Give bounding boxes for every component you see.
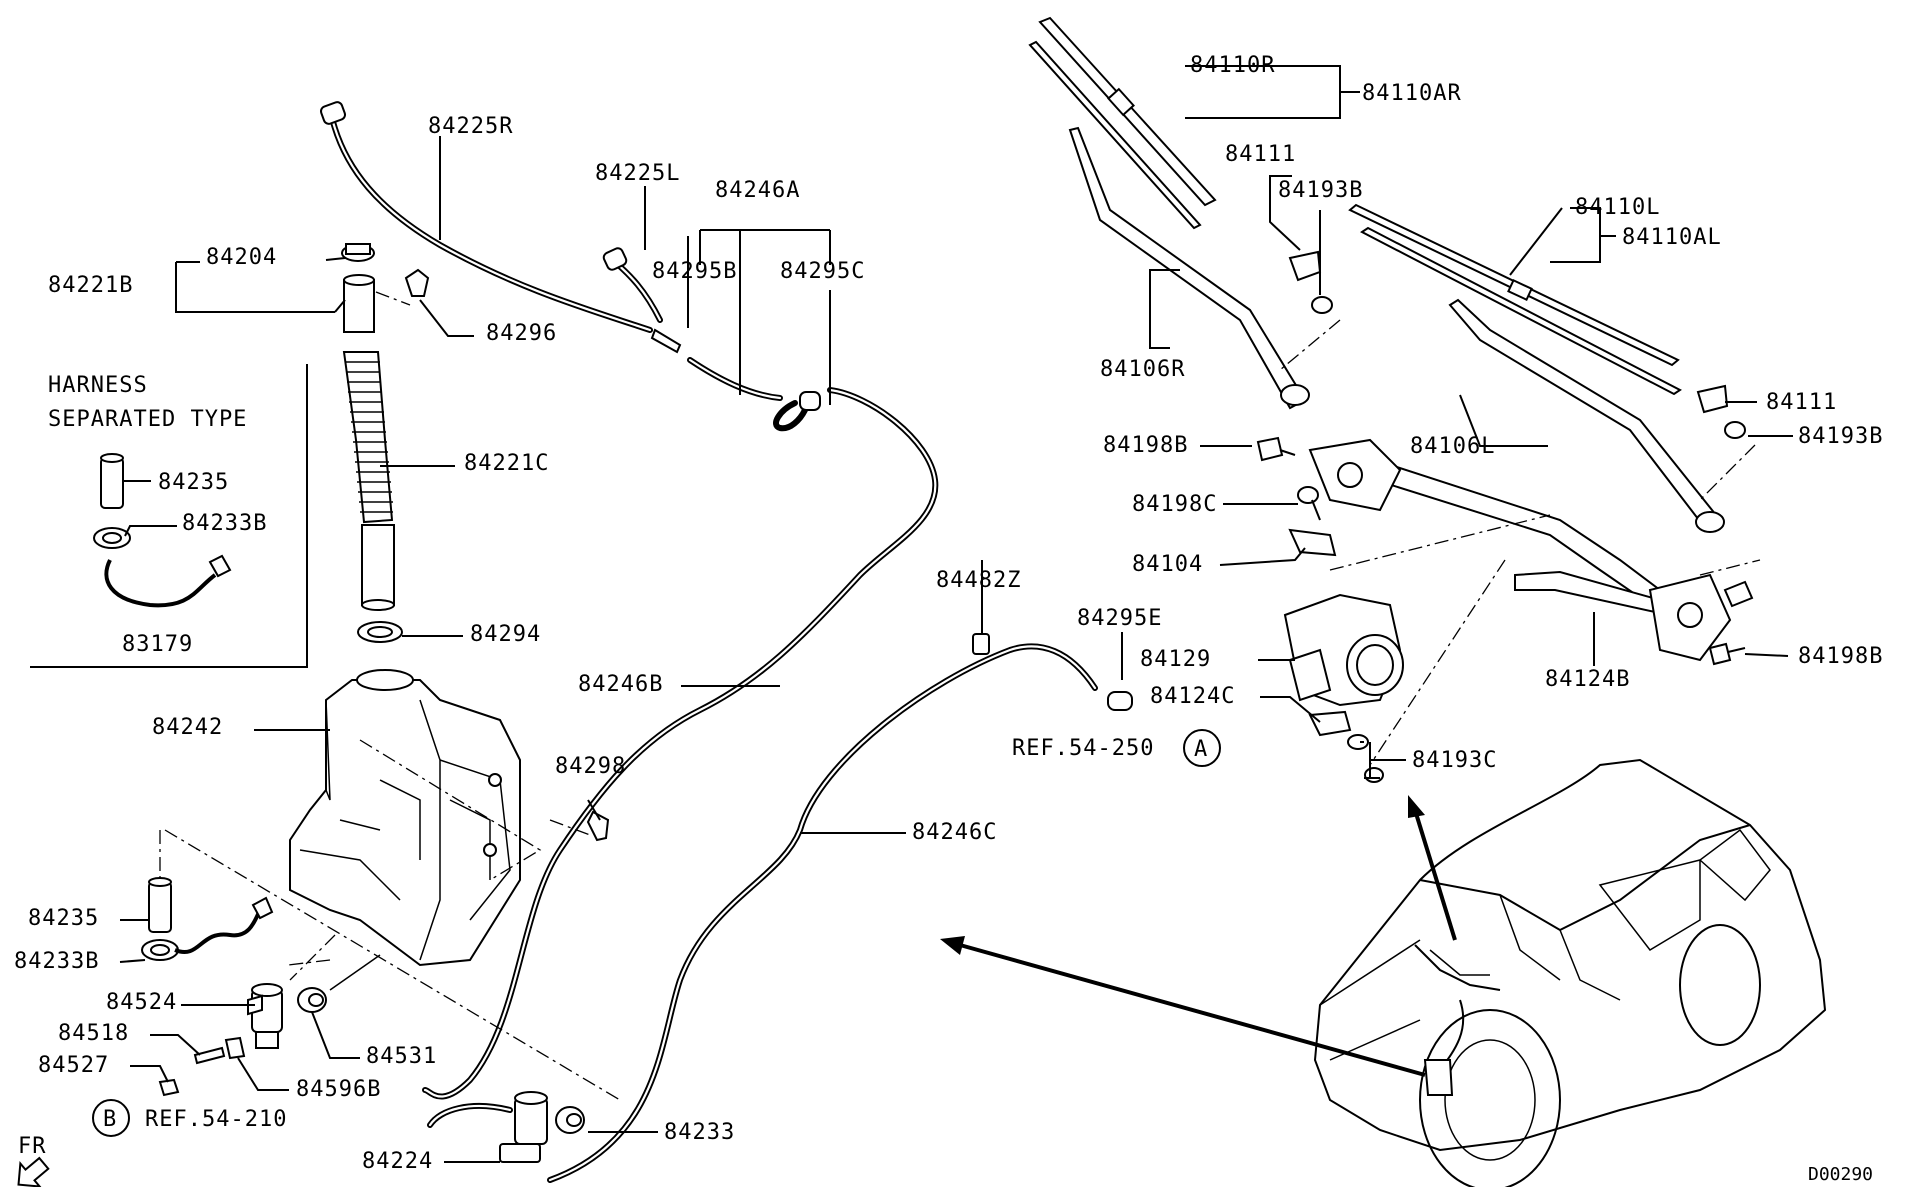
leader-lines [119,65,1793,1163]
label-84294: 84294 [470,622,541,647]
label-84246B: 84246B [578,672,663,697]
label-84193C: 84193C [1412,748,1497,773]
label-84596B: 84596B [296,1077,381,1102]
washer-hoses [319,101,1133,1183]
label-84235: 84235 [28,906,99,931]
label-84242: 84242 [152,715,223,740]
label-84527: 84527 [38,1053,109,1078]
label-84110AL: 84110AL [1622,225,1722,250]
label-84225L: 84225L [595,161,680,186]
label-84482Z: 84482Z [936,568,1021,593]
label-84524: 84524 [106,990,177,1015]
label-84124C: 84124C [1150,684,1235,709]
label-84295C: 84295C [780,259,865,284]
label-84296: 84296 [486,321,557,346]
label-84204: 84204 [206,245,277,270]
label-84224: 84224 [362,1149,433,1174]
harness-separated-box [30,364,308,668]
label-84193B-top: 84193B [1278,178,1363,203]
label-84233: 84233 [664,1120,735,1145]
pump-assembly [141,830,585,1163]
label-84295B: 84295B [652,259,737,284]
label-84295E: 84295E [1077,606,1162,631]
harness-line1: HARNESS [48,373,148,398]
label-84110L: 84110L [1575,195,1660,220]
label-84104: 84104 [1132,552,1203,577]
label-84235-harness: 84235 [158,470,229,495]
ref-a-text: REF.54-250 [1012,736,1154,761]
label-84246C: 84246C [912,820,997,845]
washer-tank-assembly [164,243,621,1101]
label-84110AR: 84110AR [1362,81,1462,106]
ref-a-circle [1183,729,1221,767]
harness-line2: SEPARATED TYPE [48,407,247,432]
label-84246A: 84246A [715,178,800,203]
wiper-assembly [1028,16,1761,783]
label-84106R: 84106R [1100,357,1185,382]
label-84298: 84298 [555,754,626,779]
label-84129: 84129 [1140,647,1211,672]
ref-b-circle [92,1099,130,1137]
vehicle-outline [940,758,1827,1187]
ref-a-letter: A [1194,737,1208,762]
label-84198B-right: 84198B [1798,644,1883,669]
part-labels: 84225R 84225L 84246A 84295B 84295C 84221… [14,53,1883,1185]
label-84193B-right: 84193B [1798,424,1883,449]
label-84198C: 84198C [1132,492,1217,517]
label-84221B: 84221B [48,273,133,298]
ref-b-letter: B [103,1107,117,1132]
label-84233B-harness: 84233B [182,511,267,536]
label-84111-top: 84111 [1225,142,1296,167]
front-arrow [17,1156,50,1187]
ref-b-text: REF.54-210 [145,1107,287,1132]
label-84221C: 84221C [464,451,549,476]
label-84225R: 84225R [428,114,513,139]
diagram-code: D00290 [1808,1164,1873,1185]
label-84110R: 84110R [1190,53,1275,78]
label-84233B: 84233B [14,949,99,974]
label-84198B-left: 84198B [1103,433,1188,458]
label-84124B: 84124B [1545,667,1630,692]
fr-label: FR [18,1134,47,1159]
label-84106L: 84106L [1410,434,1495,459]
label-84531: 84531 [366,1044,437,1069]
label-84111-right: 84111 [1766,390,1837,415]
label-83179: 83179 [122,632,193,657]
label-84518: 84518 [58,1021,129,1046]
